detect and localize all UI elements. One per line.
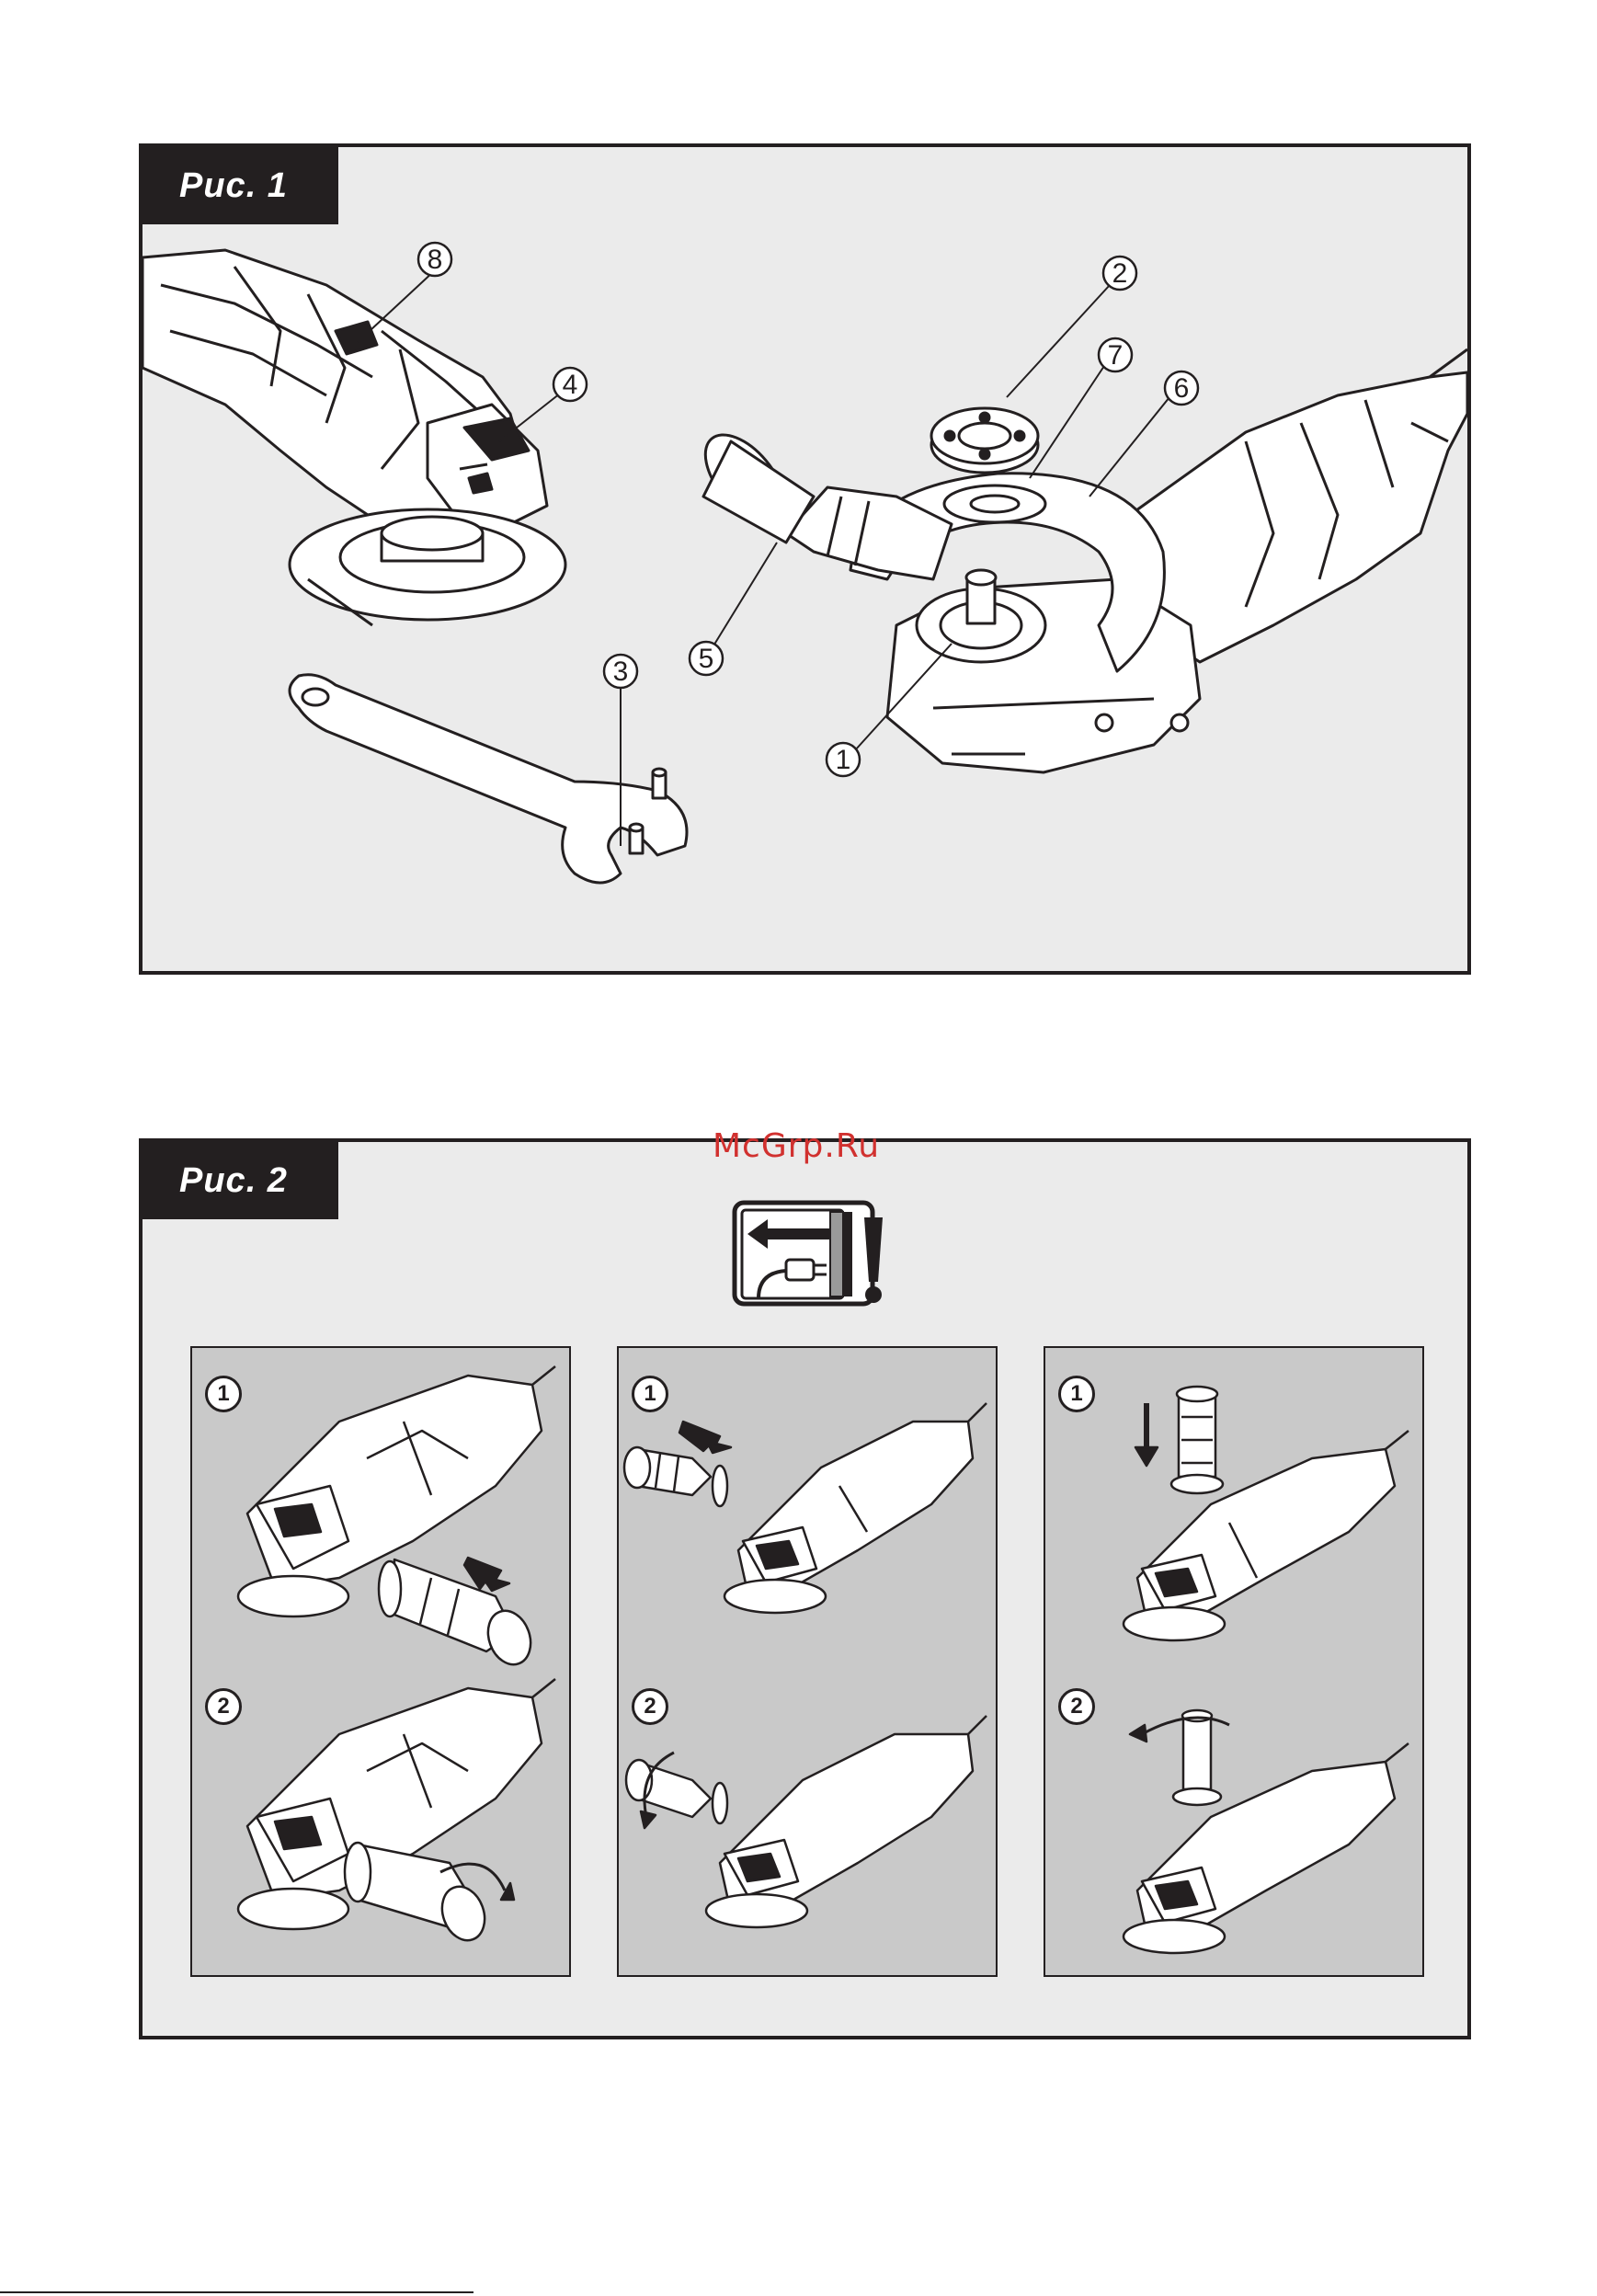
step-1-marker: 1 [632, 1376, 668, 1412]
watermark: McGrp.Ru [713, 1127, 880, 1165]
figure-1: 8 4 2 7 6 5 3 1 Рис. 1 [139, 143, 1471, 975]
instruction-panel-1: 1 2 [190, 1346, 571, 1977]
flange-nut [931, 408, 1038, 473]
callout-5: 5 [699, 644, 714, 674]
panel-1-illustration [192, 1348, 569, 1975]
callout-1: 1 [836, 745, 851, 775]
figure-1-label: Рис. 1 [143, 147, 338, 224]
callout-6: 6 [1174, 373, 1190, 404]
callout-3: 3 [613, 657, 629, 687]
figure-1-illustration: 8 4 2 7 6 5 3 1 [143, 147, 1467, 971]
step-1-marker: 1 [205, 1376, 242, 1412]
panel-2-illustration [619, 1348, 996, 1975]
callout-7: 7 [1108, 340, 1124, 371]
callout-8: 8 [428, 245, 443, 275]
spanner-wrench [290, 675, 687, 883]
figure-2-label: Рис. 2 [143, 1142, 338, 1219]
instruction-panel-3: 1 2 [1044, 1346, 1424, 1977]
step-2-marker: 2 [1058, 1688, 1095, 1725]
unplug-warning-icon [731, 1199, 887, 1309]
panel-3-illustration [1045, 1348, 1422, 1975]
callout-2: 2 [1112, 258, 1128, 289]
angle-grinder-right [690, 349, 1467, 772]
step-2-marker: 2 [205, 1688, 242, 1725]
instruction-panel-2: 1 2 [617, 1346, 998, 1977]
step-2-marker: 2 [632, 1688, 668, 1725]
step-1-marker: 1 [1058, 1376, 1095, 1412]
angle-grinder-left [143, 250, 565, 625]
figure-2: Рис. 2 [139, 1138, 1471, 2039]
footer-rule [0, 2291, 473, 2293]
callout-4: 4 [563, 370, 578, 400]
